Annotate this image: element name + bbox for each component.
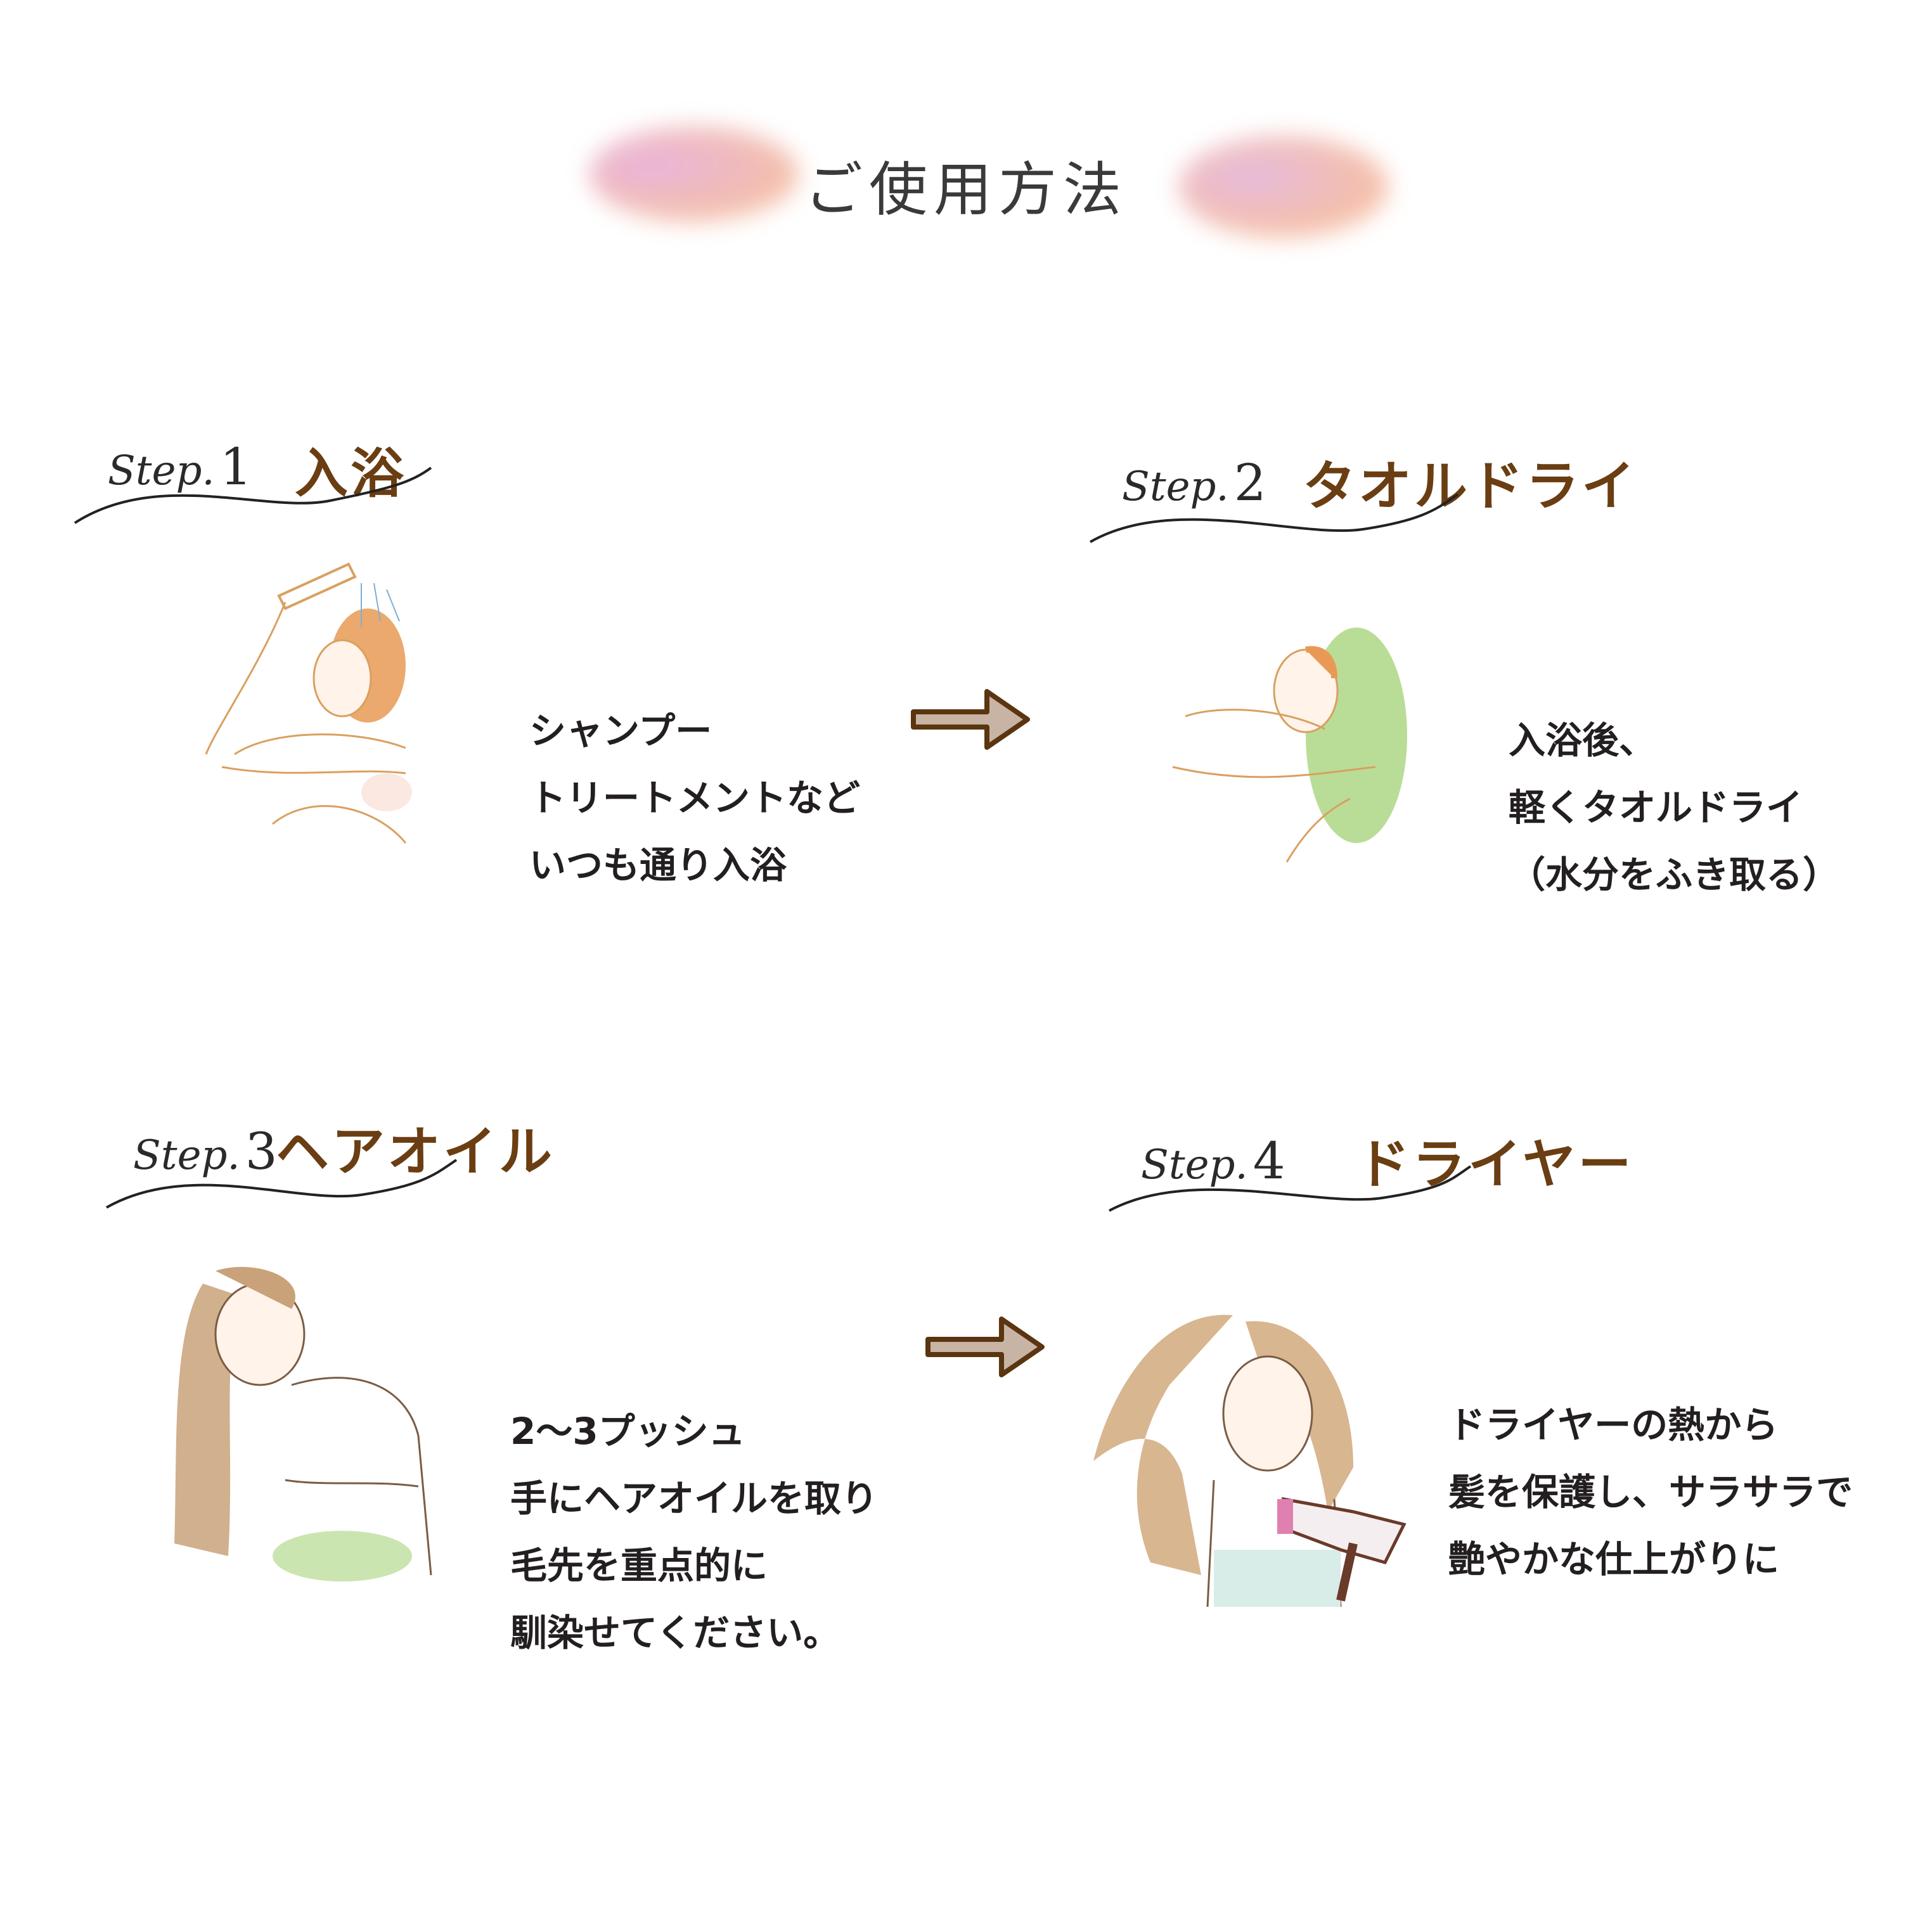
step-4-label: Step.4 — [1141, 1131, 1285, 1190]
description-line: ドライヤーの熱から — [1448, 1403, 1779, 1446]
arrow-right-icon — [911, 689, 1030, 750]
description-line: （水分をふき取る） — [1509, 853, 1840, 896]
step-label: Step. — [108, 448, 215, 494]
woman-towel-drying-illustration — [1172, 628, 1407, 863]
description-line: 艶やかな仕上がりに — [1448, 1538, 1780, 1581]
step-3-title: ヘアオイル — [276, 1121, 555, 1183]
step-2-label: Step.2 — [1122, 453, 1266, 512]
description-line: 入浴後、 — [1509, 719, 1656, 762]
step-number: 2 — [1233, 453, 1266, 512]
watercolor-decoration-right — [1179, 136, 1388, 238]
description-line: 馴染せてください。 — [510, 1611, 840, 1654]
step-label: Step. — [1141, 1142, 1248, 1188]
description-line: 手にヘアオイルを取り — [510, 1477, 879, 1520]
watercolor-decoration-left — [589, 127, 799, 222]
step-4-description: ドライヤーの熱から 髪を保護し、サラサラで 艶やかな仕上がりに — [1448, 1391, 1853, 1593]
description-line: 2～3プッシュ — [510, 1410, 745, 1453]
step-2-title: タオルドライ — [1303, 455, 1638, 517]
description-line: 毛先を重点的に — [510, 1544, 768, 1587]
step-label: Step. — [1122, 463, 1229, 510]
step-number: 1 — [219, 437, 252, 496]
step-3-description: 2～3プッシュ 手にヘアオイルを取り 毛先を重点的に 馴染せてください。 — [510, 1398, 878, 1666]
description-line: 髪を保護し、サラサラで — [1448, 1471, 1853, 1514]
step-number: 3 — [245, 1122, 278, 1181]
step-4-title: ドライヤー — [1356, 1133, 1634, 1195]
step-number: 4 — [1253, 1131, 1285, 1190]
woman-hair-dryer-illustration — [1093, 1315, 1407, 1607]
step-2-description: 入浴後、 軽くタオルドライ （水分をふき取る） — [1509, 707, 1839, 908]
step-3-label: Step.3 — [133, 1122, 278, 1181]
description-line: いつも通り入浴 — [529, 844, 787, 887]
description-line: 軽くタオルドライ — [1509, 786, 1803, 829]
step-1-label: Step.1 — [108, 437, 252, 496]
step-1-title: 入浴 — [295, 442, 407, 505]
arrow-right-icon — [925, 1317, 1045, 1377]
woman-showering-illustration — [205, 562, 412, 844]
step-label: Step. — [133, 1132, 240, 1179]
woman-applying-oil-illustration — [174, 1266, 432, 1581]
description-line: シャンプー — [529, 709, 712, 752]
description-line: トリートメントなど — [529, 776, 861, 820]
step-1-description: シャンプー トリートメントなど いつも通り入浴 — [529, 697, 860, 899]
page-title: ご使用方法 — [804, 156, 1128, 224]
